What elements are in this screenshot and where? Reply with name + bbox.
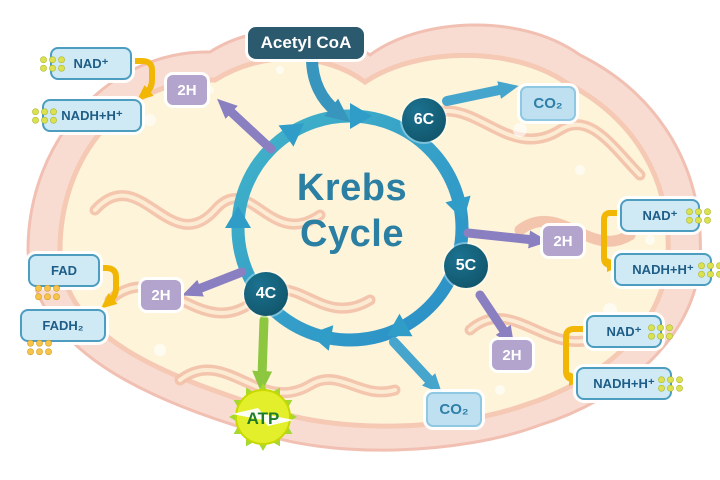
acetyl-coa-inflow-arrow xyxy=(306,52,351,123)
bubble xyxy=(645,235,655,245)
coenzyme-dots-icon xyxy=(697,261,720,278)
fadh2-label: FADH₂ xyxy=(42,318,84,333)
2h-badge-left: 2H xyxy=(141,280,181,310)
coenzyme-dots-icon xyxy=(685,207,711,224)
bubble xyxy=(495,385,505,395)
coenzyme-dots-icon xyxy=(39,55,65,72)
ring-arrowhead xyxy=(278,123,305,147)
cycle-ring xyxy=(225,52,471,351)
cycle-ring-arrowheads xyxy=(225,103,471,351)
node-4c: 4C xyxy=(244,272,288,316)
2h-badge-top-left: 2H xyxy=(167,75,207,105)
arrow-2h-right xyxy=(463,228,549,249)
nad-plus-badge-top-left: NAD⁺ xyxy=(39,47,132,80)
fadh2-badge: FADH₂ xyxy=(20,309,106,356)
bubble xyxy=(154,344,166,356)
fad-badge: FAD xyxy=(28,254,100,301)
2h-badge-right: 2H xyxy=(543,226,583,256)
atp-lightning-icon xyxy=(232,408,294,426)
title-line-2: Cycle xyxy=(300,212,404,255)
coenzyme-dots-icon xyxy=(26,339,52,356)
page-title: Krebs Cycle xyxy=(232,166,472,257)
ring-arrowhead xyxy=(350,103,372,129)
coenzyme-dots-icon xyxy=(31,107,57,124)
arrow-co2-bottom xyxy=(389,337,443,395)
crista-highlight xyxy=(418,108,642,177)
arrow-nad-top-left xyxy=(125,58,155,101)
crista-highlight xyxy=(178,367,397,395)
ring-arrowhead xyxy=(445,195,471,221)
nadh-label-top-left: NADH+H⁺ xyxy=(61,107,123,123)
acetyl-coa-badge: Acetyl CoA xyxy=(248,27,364,59)
coenzyme-dots-icon xyxy=(34,284,60,301)
nad-plus-label-top-left: NAD⁺ xyxy=(73,55,109,71)
carrier-arrows xyxy=(93,58,623,386)
bubble xyxy=(575,165,585,175)
nadh-badge-top-left: NADH+H⁺ xyxy=(31,99,142,132)
ring-arrowhead xyxy=(309,325,334,351)
nadh-label-right: NADH+H⁺ xyxy=(632,261,694,277)
crista-highlight xyxy=(93,193,322,227)
title-line-1: Krebs xyxy=(296,167,408,209)
arrow-atp xyxy=(252,315,273,393)
co2-badge-top: CO₂ xyxy=(520,86,576,121)
fad-label: FAD xyxy=(51,263,77,278)
bubble xyxy=(206,86,214,94)
arrow-co2-top xyxy=(442,81,519,106)
bubble xyxy=(144,114,156,126)
arrow-nad-right xyxy=(601,210,623,272)
atp-burst: ATP xyxy=(229,383,297,451)
atp-label: ATP xyxy=(247,409,280,428)
node-6c: 6C xyxy=(402,98,446,142)
co2-badge-bottom: CO₂ xyxy=(426,392,482,427)
product-arrows xyxy=(182,81,549,395)
arrow-2h-left xyxy=(182,267,247,297)
bubble xyxy=(513,123,527,137)
nad-plus-label-right: NAD⁺ xyxy=(642,207,678,223)
coenzyme-dots-icon xyxy=(647,323,673,340)
nadh-label-bottom-right: NADH+H⁺ xyxy=(593,375,655,391)
bubble xyxy=(603,303,617,317)
arrow-fad-left xyxy=(93,265,119,309)
bubble xyxy=(276,66,284,74)
arrow-2h-bottom-right xyxy=(475,290,515,347)
coenzyme-dots-icon xyxy=(657,375,683,392)
nadh-badge-right: NADH+H⁺ xyxy=(614,253,720,286)
ring-arrowhead xyxy=(386,313,413,337)
ring-arrowhead xyxy=(225,206,251,228)
2h-badge-bottom-right: 2H xyxy=(492,340,532,370)
nad-plus-badge-right: NAD⁺ xyxy=(620,199,711,232)
arrow-nad-bottom-right xyxy=(563,326,587,386)
nad-plus-badge-bottom-right: NAD⁺ xyxy=(586,315,673,348)
nadh-badge-bottom-right: NADH+H⁺ xyxy=(576,367,683,400)
node-5c: 5C xyxy=(444,244,488,288)
nad-plus-label-bottom-right: NAD⁺ xyxy=(606,323,642,339)
matrix-bubbles xyxy=(144,66,655,395)
arrow-2h-top-left xyxy=(217,98,276,154)
